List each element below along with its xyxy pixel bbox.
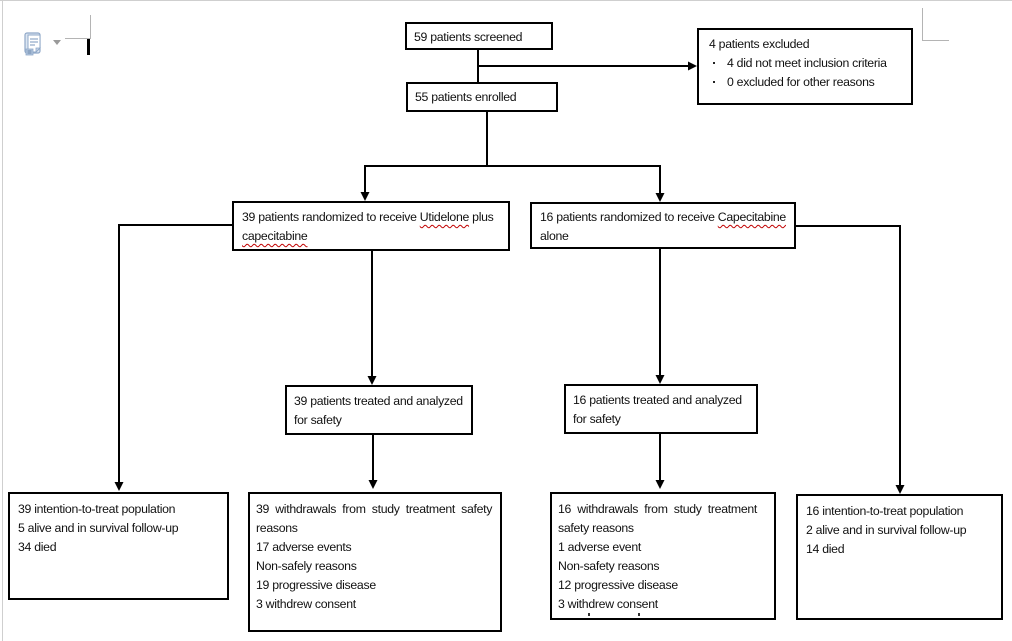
withdrawals-utidelone-line5: 19 progressive disease — [256, 578, 376, 592]
box-itt-utidelone[interactable]: 39 intention-to-treat population 5 alive… — [8, 492, 229, 600]
itt-capecitabine-line3: 14 died — [806, 542, 845, 556]
box-itt-capecitabine[interactable]: 16 intention-to-treat population 2 alive… — [796, 494, 1003, 620]
safety-utidelone-line2: for safety — [294, 413, 342, 427]
itt-capecitabine-line2: 2 alive and in survival follow-up — [806, 523, 967, 537]
box-patients-screened[interactable]: 59 patients screened — [405, 22, 553, 50]
withdrawals-utidelone-line3: 17 adverse events — [256, 540, 352, 554]
withdrawals-utidelone-line4: Non-safely reasons — [256, 559, 357, 573]
text-cursor — [87, 39, 90, 55]
excluded-bullet-2-text: 0 excluded for other reasons — [727, 75, 875, 89]
bullet-dot-icon — [713, 80, 715, 83]
randomized-capecitabine-line2: alone — [540, 229, 569, 243]
arrowhead-wd-right — [655, 480, 665, 489]
box-patients-enrolled[interactable]: 55 patients enrolled — [406, 82, 558, 112]
text-boundary-mark-top-left — [65, 15, 91, 39]
page-left-edge — [2, 0, 3, 641]
arrowhead-wd-left — [368, 480, 378, 489]
arrowhead-itt-right — [895, 485, 905, 494]
withdrawals-utidelone-line2: reasons — [256, 521, 298, 535]
itt-utidelone-line2: 5 alive and in survival follow-up — [18, 521, 179, 535]
withdrawals-utidelone-line6: 3 withdrew consent — [256, 597, 356, 611]
randomized-utidelone-line2: capecitabine — [242, 227, 500, 246]
arrowhead-excluded — [688, 61, 697, 71]
misspelled-word: capecitabine — [242, 229, 308, 243]
arrowhead-itt-left — [114, 482, 124, 491]
withdrawals-capecitabine-line3: 1 adverse event — [558, 540, 642, 554]
itt-capecitabine-line1: 16 intention-to-treat population — [806, 504, 964, 518]
box-randomized-capecitabine[interactable]: 16 patients randomized to receive Capeci… — [530, 202, 796, 249]
clipped-text-remnant — [588, 613, 590, 616]
text-boundary-mark-top-right — [922, 8, 949, 41]
paste-options-button[interactable] — [22, 31, 66, 61]
safety-utidelone-line1: 39 patients treated and analyzed — [294, 394, 463, 408]
chevron-down-icon[interactable] — [53, 40, 61, 45]
excluded-bullet-1: 4 did not meet inclusion criteria — [709, 54, 901, 73]
withdrawals-utidelone-line1: 39 withdrawals from study treatment safe… — [256, 502, 493, 516]
withdrawals-capecitabine-line4: Non-safety reasons — [558, 559, 660, 573]
clipped-text-remnant — [638, 613, 640, 616]
excluded-bullet-2: 0 excluded for other reasons — [709, 73, 901, 92]
page-top-edge — [0, 0, 1012, 1]
arrowhead-safety-right — [655, 375, 665, 384]
bullet-dot-icon — [713, 61, 715, 64]
randomized-capecitabine-line1: 16 patients randomized to receive Capeci… — [540, 210, 786, 224]
box-withdrawals-utidelone[interactable]: 39 withdrawals from study treatment safe… — [248, 492, 502, 632]
safety-capecitabine-line1: 16 patients treated and analyzed — [573, 393, 742, 407]
withdrawals-capecitabine-line2: safety reasons — [558, 521, 634, 535]
screened-text: 59 patients screened — [414, 30, 523, 44]
box-randomized-utidelone[interactable]: 39 patients randomized to receive Utidel… — [232, 201, 510, 251]
itt-utidelone-line1: 39 intention-to-treat population — [18, 502, 176, 516]
withdrawals-capecitabine-line1: 16 withdrawals from study treatment — [558, 502, 758, 516]
arrowhead-safety-left — [367, 376, 377, 385]
withdrawals-capecitabine-line6: 3 withdrew consent — [558, 597, 658, 611]
misspelled-word: Utidelone — [419, 210, 470, 224]
excluded-title: 4 patients excluded — [709, 37, 810, 51]
box-withdrawals-capecitabine[interactable]: 16 withdrawals from study treatment safe… — [550, 492, 776, 620]
misspelled-word: Capecitabine — [717, 210, 786, 224]
box-patients-excluded[interactable]: 4 patients excluded 4 did not meet inclu… — [697, 28, 913, 105]
randomized-utidelone-line1: 39 patients randomized to receive Utidel… — [242, 210, 494, 224]
itt-utidelone-line3: 34 died — [18, 540, 57, 554]
excluded-bullet-1-text: 4 did not meet inclusion criteria — [727, 56, 887, 70]
arrowhead-rand-right — [655, 193, 665, 202]
arrowhead-rand-left — [360, 192, 370, 201]
box-safety-utidelone[interactable]: 39 patients treated and analyzed for saf… — [285, 385, 473, 435]
box-safety-capecitabine[interactable]: 16 patients treated and analyzed for saf… — [564, 384, 758, 434]
safety-capecitabine-line2: for safety — [573, 412, 621, 426]
enrolled-text: 55 patients enrolled — [415, 90, 517, 104]
withdrawals-capecitabine-line5: 12 progressive disease — [558, 578, 678, 592]
